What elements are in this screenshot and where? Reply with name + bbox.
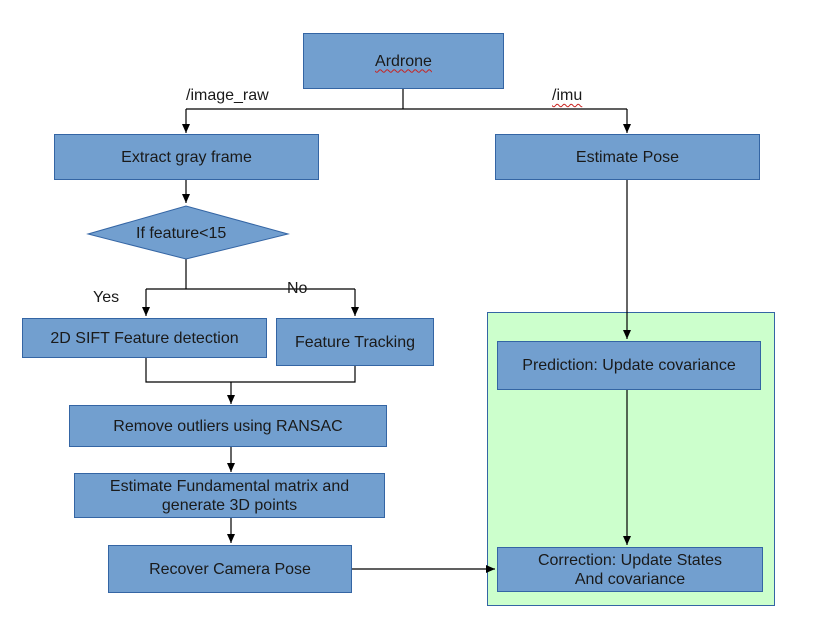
ardrone-label: Ardrone — [375, 52, 432, 70]
ardrone-node: Ardrone — [303, 33, 504, 89]
correction-node: Correction: Update States And covariance — [497, 547, 763, 592]
remove-outliers-label: Remove outliers using RANSAC — [113, 417, 343, 435]
sift-detection-node: 2D SIFT Feature detection — [22, 318, 267, 358]
estimate-pose-node: Estimate Pose — [495, 134, 760, 180]
imu-label: /imu — [552, 87, 583, 104]
edge-sift-down — [145, 358, 231, 383]
decision-label: If feature<15 — [136, 225, 227, 242]
estimate-pose-label: Estimate Pose — [575, 148, 680, 166]
sift-detection-label: 2D SIFT Feature detection — [50, 329, 239, 347]
prediction-label: Prediction: Update covariance — [522, 357, 736, 374]
no-label: No — [287, 280, 308, 297]
feature-tracking-node: Feature Tracking — [276, 318, 434, 366]
extract-gray-frame-node: Extract gray frame — [54, 134, 319, 180]
feature-tracking-label: Feature Tracking — [294, 333, 416, 351]
decision-diamond — [86, 205, 290, 260]
yes-label: Yes — [93, 289, 120, 306]
fundamental-matrix-label-line1: Estimate Fundamental matrix and — [109, 477, 350, 495]
recover-camera-pose-label: Recover Camera Pose — [149, 560, 311, 578]
edge-tracking-down — [231, 366, 356, 383]
remove-outliers-node: Remove outliers using RANSAC — [69, 405, 387, 447]
fundamental-matrix-label-line2: generate 3D points — [161, 496, 298, 514]
prediction-node: Prediction: Update covariance — [497, 341, 761, 390]
correction-label-line2: And covariance — [574, 570, 686, 588]
correction-label-line1: Correction: Update States — [537, 551, 723, 569]
recover-camera-pose-node: Recover Camera Pose — [108, 545, 352, 593]
image-raw-label: /image_raw — [186, 87, 269, 104]
fundamental-matrix-node: Estimate Fundamental matrix and generate… — [74, 473, 385, 518]
extract-gray-frame-label: Extract gray frame — [121, 148, 252, 166]
